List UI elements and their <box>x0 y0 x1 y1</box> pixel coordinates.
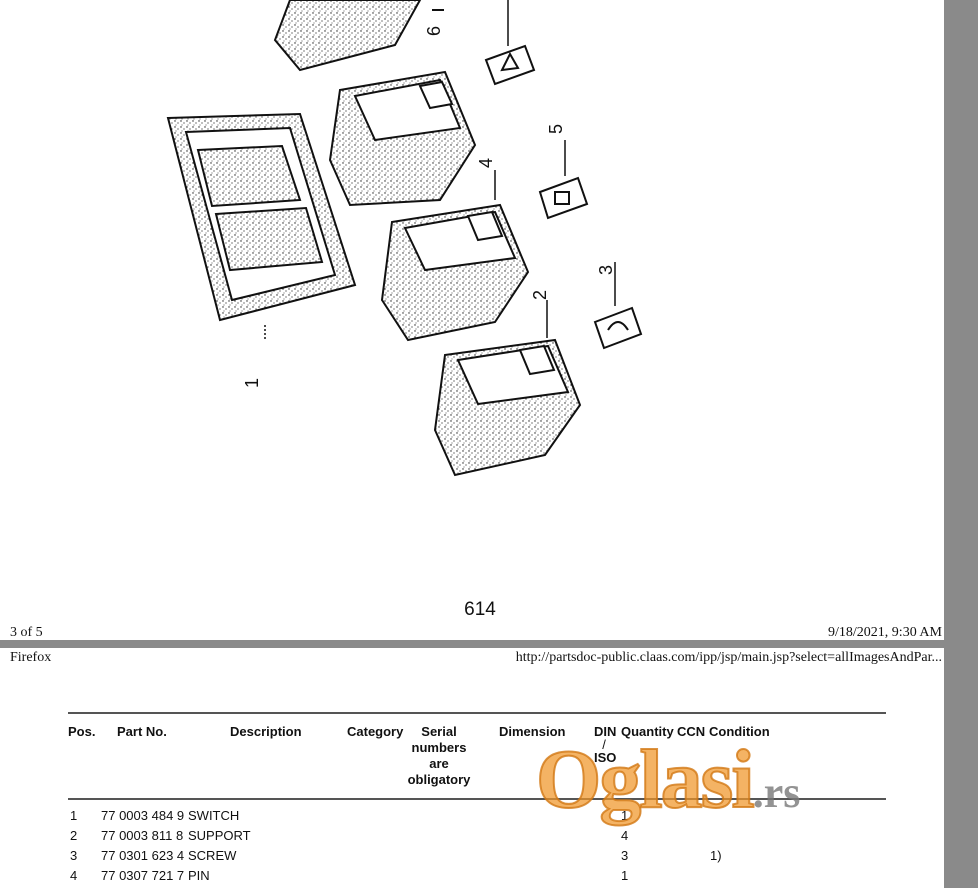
cell-description: PIN <box>188 868 210 883</box>
parts-exploded-drawing: 1 2 3 4 5 6 <box>166 0 643 477</box>
callout-1: 1 <box>242 378 262 388</box>
col-header-part-no: Part No. <box>117 724 167 739</box>
cell-ccn: 1) <box>710 848 722 863</box>
cell-pos: 4 <box>70 868 78 883</box>
switch-frame-drawing <box>166 112 357 322</box>
col-header-ccn: CCN <box>677 724 706 739</box>
cell-description: SWITCH <box>188 808 240 823</box>
cell-quantity: 1 <box>621 808 629 823</box>
cell-pos: 2 <box>70 828 78 843</box>
callout-5: 5 <box>546 124 566 134</box>
table-row: 1 77 0003 484 9 SWITCH 1 <box>68 806 886 826</box>
watermark-logo: Oglasi.rs <box>535 733 801 826</box>
cell-quantity: 3 <box>621 848 629 863</box>
cell-pos: 3 <box>70 848 78 863</box>
symbol-cap-6 <box>484 44 536 86</box>
col-header-dimension: Dimension <box>499 724 566 739</box>
pdf-page-top: 1 2 3 4 5 6 614 3 of 5 9/18/2021, 9:30 A… <box>0 0 944 640</box>
col-header-description: Description <box>230 724 302 739</box>
pdf-page-bottom: Firefox http://partsdoc-public.claas.com… <box>0 648 944 888</box>
switch-4-drawing <box>328 70 477 207</box>
footer-page-count: 3 of 5 <box>10 625 43 640</box>
col-header-serial: Serial numbers are obligatory <box>407 724 471 787</box>
footer-timestamp: 9/18/2021, 9:30 AM <box>828 625 942 640</box>
table-row: 3 77 0301 623 4 SCREW 3 1) <box>68 846 886 866</box>
cell-pos: 1 <box>70 808 78 823</box>
switch-6-drawing <box>273 0 444 72</box>
callout-2: 2 <box>530 290 550 300</box>
cell-quantity: 4 <box>621 828 629 843</box>
symbol-cap-3 <box>593 306 643 350</box>
cell-part-no: 77 0301 623 4 <box>101 848 185 863</box>
parts-table: Pos. Part No. Description Category Seria… <box>68 712 886 883</box>
col-header-category: Category <box>347 724 404 739</box>
table-top-rule <box>68 712 886 714</box>
cell-part-no: 77 0003 811 8 <box>101 828 184 843</box>
col-header-din-iso: DIN / ISO <box>594 724 617 765</box>
header-url: http://partsdoc-public.claas.com/ipp/jsp… <box>515 650 942 665</box>
page-number: 614 <box>464 599 496 620</box>
table-row: 2 77 0003 811 8 SUPPORT 4 <box>68 826 886 846</box>
header-browser-name: Firefox <box>10 650 52 665</box>
page-divider <box>0 640 978 648</box>
symbol-cap-5 <box>538 176 589 220</box>
callout-6: 6 <box>424 26 444 36</box>
switch-1-drawing <box>433 338 582 477</box>
table-header-rule <box>68 798 886 800</box>
switch-2-drawing <box>380 203 530 342</box>
cell-quantity: 1 <box>621 868 629 883</box>
cell-part-no: 77 0003 484 9 <box>101 808 185 823</box>
cell-description: SCREW <box>188 848 237 863</box>
cell-description: SUPPORT <box>188 828 251 843</box>
callout-4: 4 <box>476 158 496 168</box>
col-header-pos: Pos. <box>68 724 96 739</box>
cell-part-no: 77 0307 721 7 <box>101 868 185 883</box>
leader-lines <box>494 0 616 338</box>
col-header-condition: Condition <box>709 724 770 739</box>
table-row: 4 77 0307 721 7 PIN 1 <box>68 866 886 886</box>
col-header-quantity: Quantity <box>621 724 674 739</box>
callout-3: 3 <box>596 265 616 275</box>
